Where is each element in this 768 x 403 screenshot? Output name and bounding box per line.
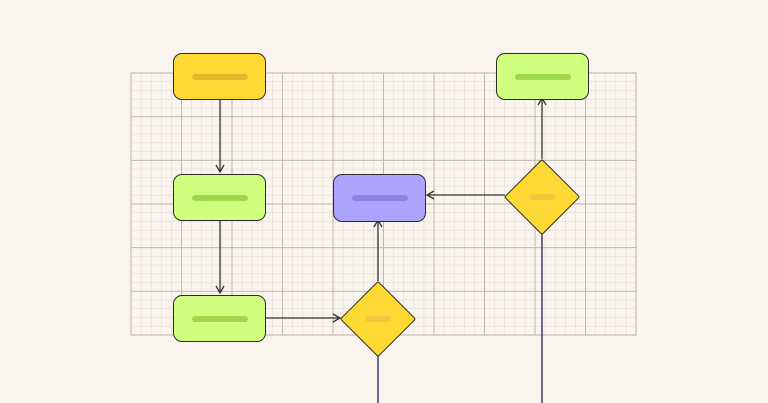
decision-node-2[interactable] [503,158,581,236]
process-node-step-1[interactable] [173,174,266,221]
decision-1-label-placeholder [365,316,391,322]
end-node[interactable] [496,53,589,100]
decision-node-1[interactable] [339,280,417,358]
start-node-label-placeholder [191,73,248,80]
end-node-label-placeholder [514,73,571,80]
process-node-step-2[interactable] [173,295,266,342]
start-node[interactable] [173,53,266,100]
decision-2-label-placeholder [529,194,555,200]
step-1-label-placeholder [191,194,248,201]
result-node-label-placeholder [351,195,408,201]
result-node[interactable] [333,174,426,222]
step-2-label-placeholder [191,315,248,322]
